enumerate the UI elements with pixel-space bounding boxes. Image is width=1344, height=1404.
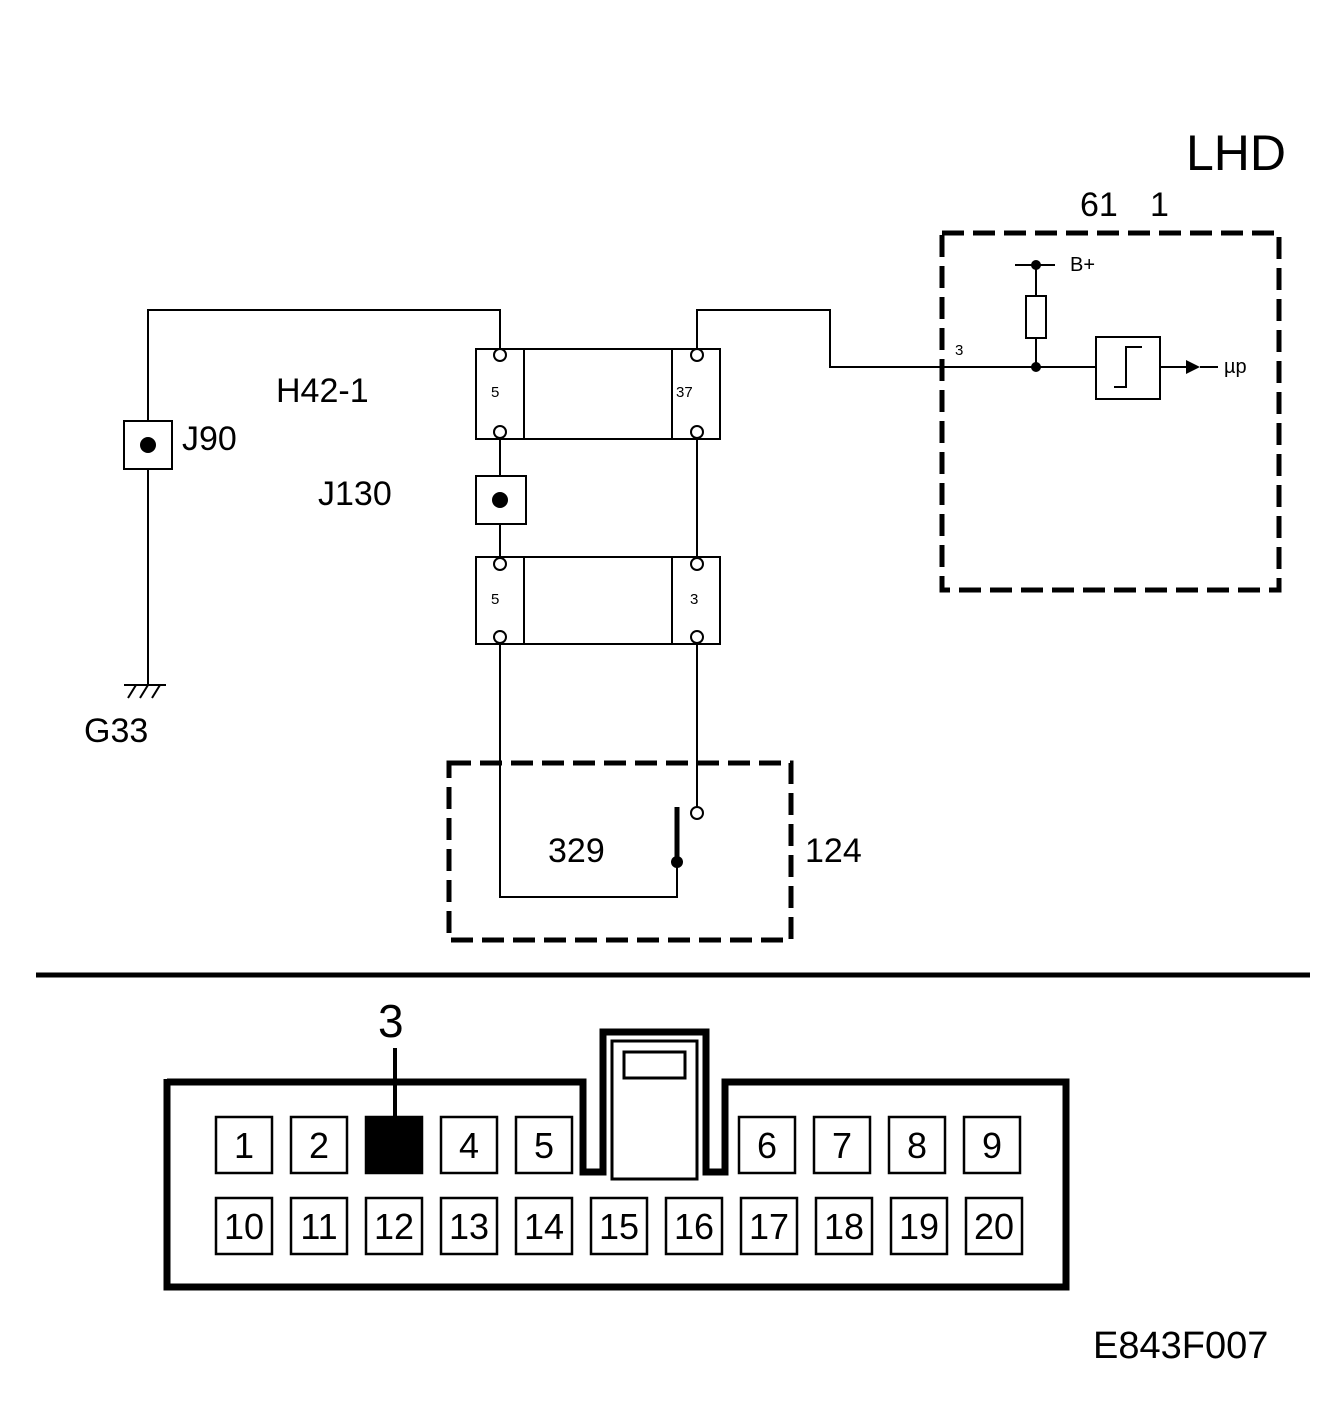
connector-pin-number: 6 bbox=[757, 1125, 777, 1166]
connector-pin-number: 2 bbox=[309, 1125, 329, 1166]
supply-label: B+ bbox=[1070, 254, 1095, 276]
connector-pin bbox=[514, 1196, 574, 1256]
pin-terminal bbox=[690, 557, 704, 571]
connector-pin bbox=[737, 1115, 797, 1175]
splice-j130-node bbox=[492, 492, 508, 508]
connector-pin-number: 1 bbox=[234, 1125, 254, 1166]
pullup-resistor bbox=[1025, 295, 1047, 339]
connector-block-1 bbox=[475, 348, 721, 440]
connector-pin-number: 8 bbox=[907, 1125, 927, 1166]
connector-pin bbox=[439, 1196, 499, 1256]
connector-pin bbox=[887, 1115, 947, 1175]
component-124-enclosure bbox=[446, 760, 794, 943]
pin-terminal bbox=[493, 630, 507, 644]
connector-pin-number: 12 bbox=[374, 1206, 414, 1247]
connector-pin-number: 15 bbox=[599, 1206, 639, 1247]
connector-pin-number: 14 bbox=[524, 1206, 564, 1247]
connector-pin bbox=[664, 1196, 724, 1256]
connector-pin-number: 9 bbox=[982, 1125, 1002, 1166]
pin-terminal bbox=[690, 630, 704, 644]
connector-pin bbox=[439, 1115, 499, 1175]
connector-latch bbox=[610, 1039, 699, 1181]
pin-terminal bbox=[493, 557, 507, 571]
connector-pin bbox=[514, 1115, 574, 1175]
connector-block-2 bbox=[475, 556, 721, 645]
splice-j130-label: J130 bbox=[318, 475, 392, 513]
connector-pin-number: 19 bbox=[899, 1206, 939, 1247]
ground-hatch-3 bbox=[151, 684, 161, 699]
connector-pin-number: 13 bbox=[449, 1206, 489, 1247]
module-id: 61 bbox=[1080, 186, 1118, 224]
component-label: 124 bbox=[805, 832, 862, 870]
figure-code: E843F007 bbox=[1093, 1325, 1268, 1367]
connector-pin-highlighted bbox=[364, 1115, 424, 1175]
connector-pin bbox=[962, 1115, 1022, 1175]
connector-pin-number: 7 bbox=[832, 1125, 852, 1166]
pin-terminal bbox=[690, 425, 704, 439]
signal-wire bbox=[696, 309, 1036, 368]
connector-pin bbox=[364, 1196, 424, 1256]
connector-pin-number: 20 bbox=[974, 1206, 1014, 1247]
switch-pivot bbox=[671, 856, 683, 868]
pin-terminal bbox=[493, 425, 507, 439]
connector-pin bbox=[589, 1196, 649, 1256]
connector-pin bbox=[214, 1115, 274, 1175]
output-arrow bbox=[1186, 360, 1200, 374]
ground-hatch-2 bbox=[139, 684, 149, 699]
connector-pin-number: 5 bbox=[534, 1125, 554, 1166]
connector-block-2-left-pin: 5 bbox=[491, 591, 499, 608]
pin-terminal bbox=[690, 348, 704, 362]
connector-pin-number: 16 bbox=[674, 1206, 714, 1247]
connector-block-1-right-pin: 37 bbox=[676, 384, 693, 401]
connector-pin-number: 11 bbox=[300, 1206, 337, 1247]
connector-pin bbox=[964, 1196, 1024, 1256]
hysteresis-symbol bbox=[1114, 346, 1142, 388]
pin-terminal bbox=[493, 348, 507, 362]
connector-latch-tab bbox=[622, 1050, 687, 1080]
splice-j90-label: J90 bbox=[182, 420, 237, 458]
connector-pin bbox=[889, 1196, 949, 1256]
region-label: LHD bbox=[1186, 125, 1286, 181]
ground-hatch-1 bbox=[127, 684, 137, 699]
connector-block-1-left-pin: 5 bbox=[491, 384, 499, 401]
switch-ground-wire bbox=[499, 643, 678, 898]
connector-pin bbox=[289, 1196, 349, 1256]
module-enclosure bbox=[939, 230, 1282, 593]
connector-pin bbox=[289, 1115, 349, 1175]
switch-label: 329 bbox=[548, 832, 605, 870]
connector-pin-number: 18 bbox=[824, 1206, 864, 1247]
switch-contact bbox=[690, 806, 704, 820]
connector-pin-number: 10 bbox=[224, 1206, 264, 1247]
connector-pin-number: 4 bbox=[459, 1125, 479, 1166]
module-pin: 3 bbox=[955, 342, 963, 359]
connector-pin-number: 17 bbox=[749, 1206, 789, 1247]
connector-pin bbox=[739, 1196, 799, 1256]
harness-connector-label: H42-1 bbox=[276, 372, 369, 410]
module-connector: 1 bbox=[1150, 186, 1169, 224]
connector-pin bbox=[214, 1196, 274, 1256]
highlighted-pin-label: 3 bbox=[378, 995, 404, 1047]
ground-wire bbox=[147, 309, 501, 685]
connector-pins-bottom: 10 11 12 13 14 15 16 17 18 19 20 bbox=[214, 1196, 1024, 1256]
connector-pins-top: 1 2 4 5 6 7 8 9 bbox=[214, 1115, 1022, 1175]
splice-j90-node bbox=[140, 437, 156, 453]
ground-label: G33 bbox=[84, 712, 148, 750]
connector-pin bbox=[812, 1115, 872, 1175]
connector-housing bbox=[163, 1028, 1070, 1291]
connector-block-2-right-pin: 3 bbox=[690, 591, 698, 608]
output-label: µp bbox=[1224, 356, 1247, 378]
connector-pin bbox=[814, 1196, 874, 1256]
